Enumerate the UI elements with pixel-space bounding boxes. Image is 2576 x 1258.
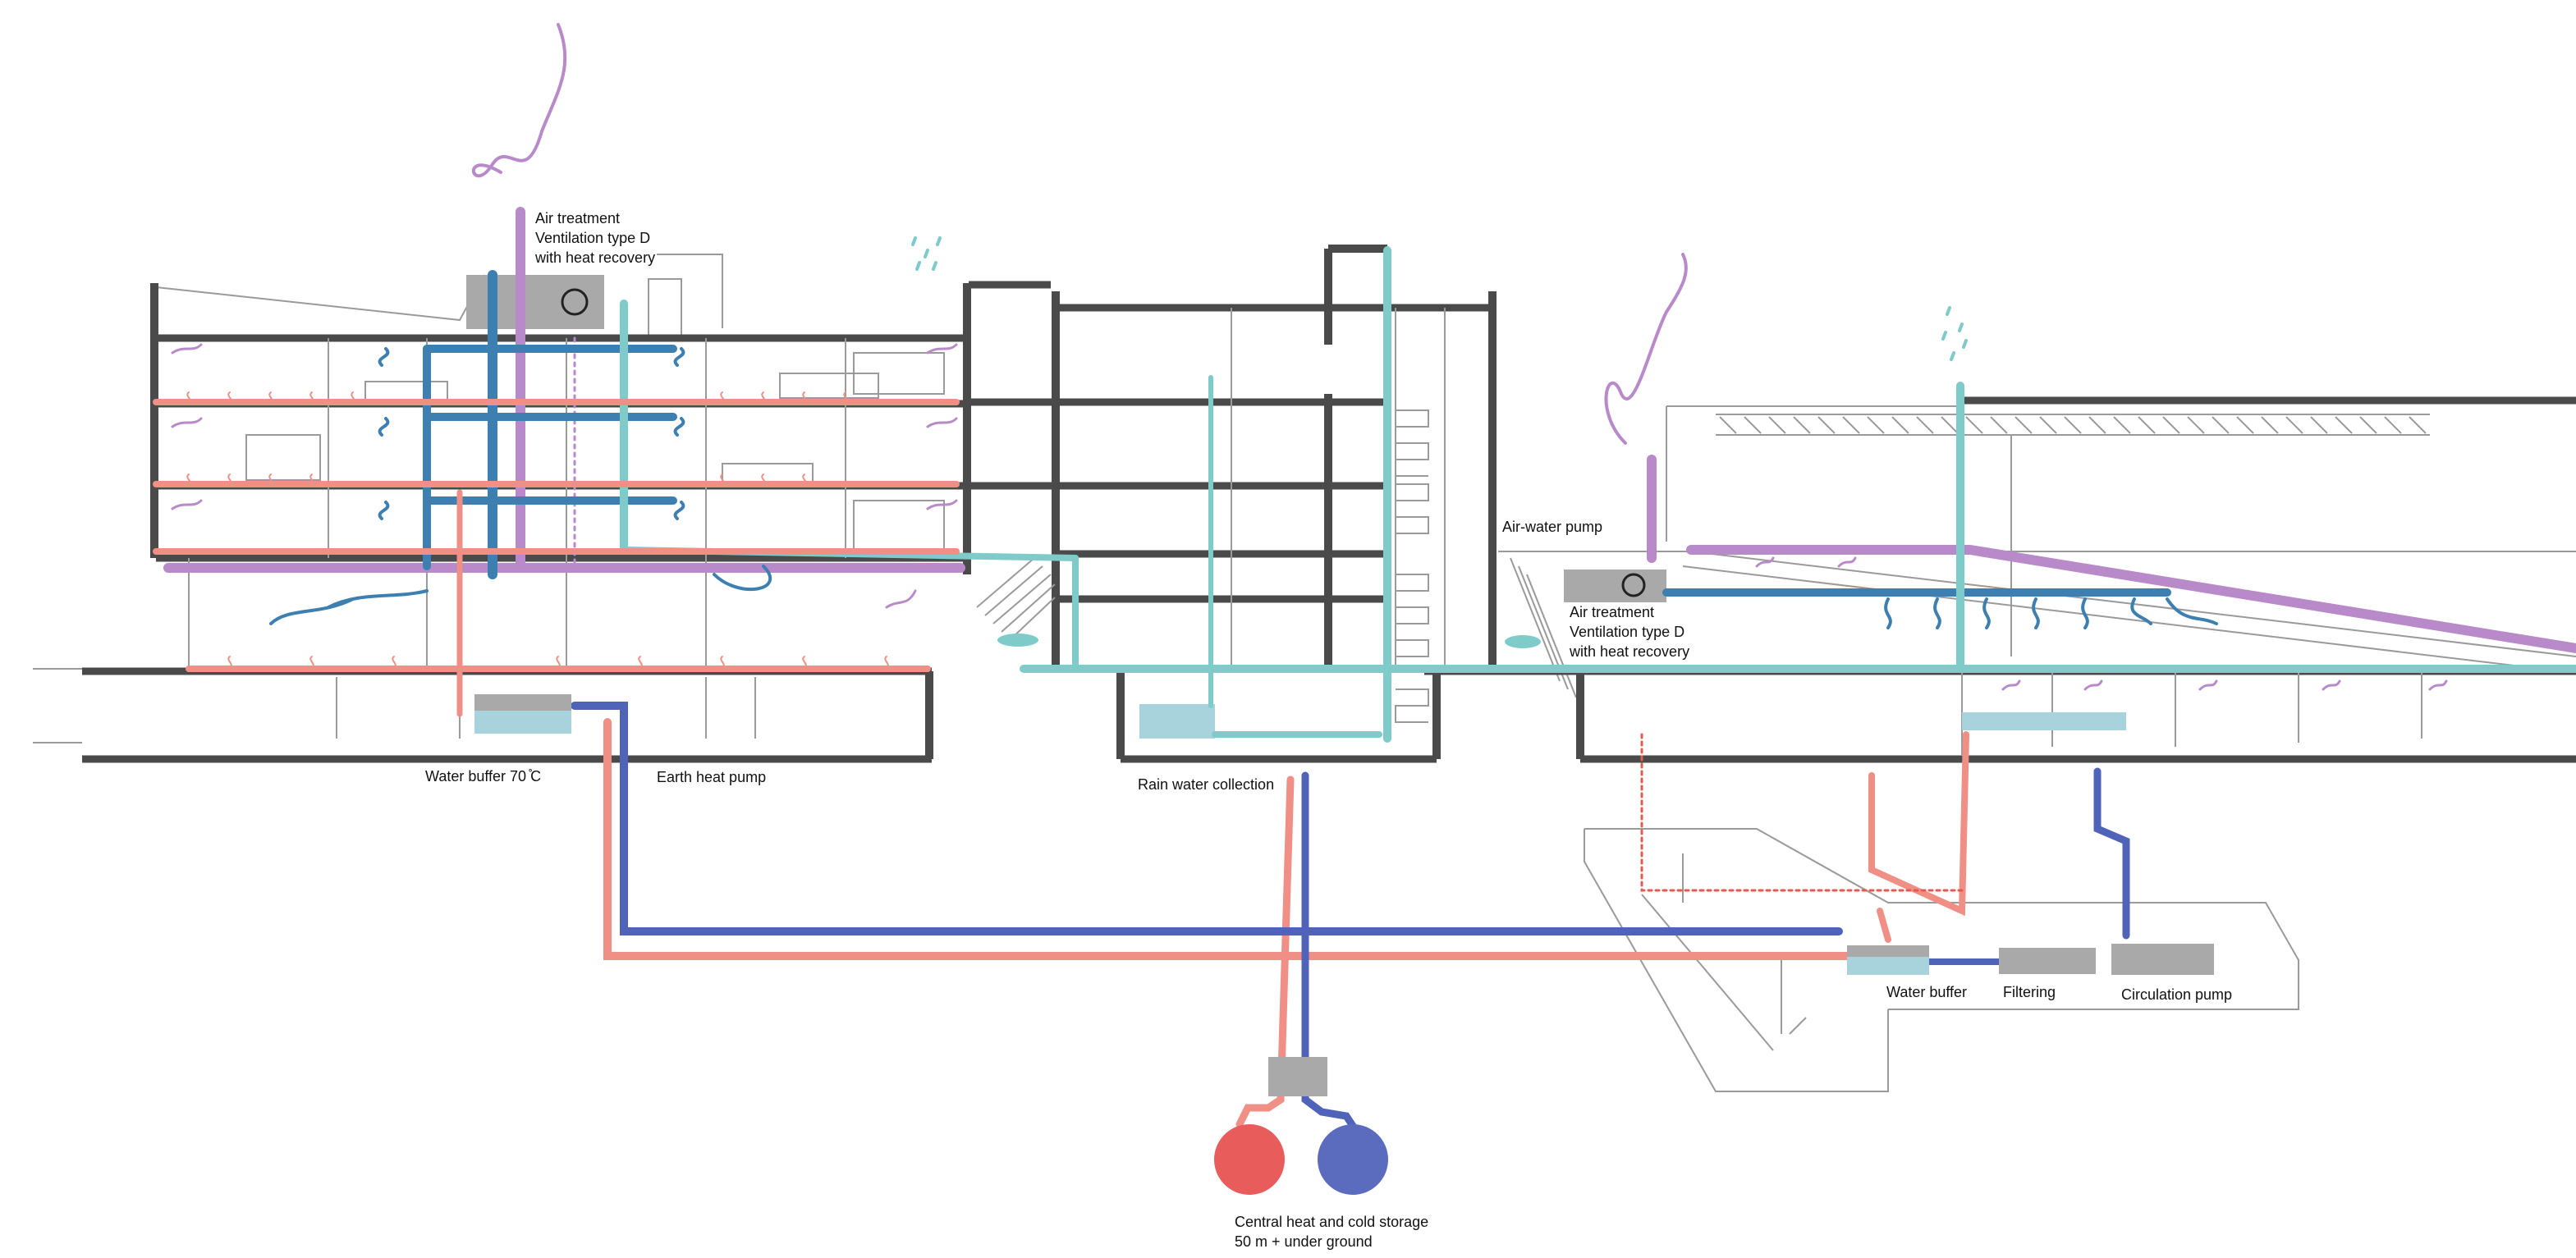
right-building bbox=[1424, 396, 2576, 1092]
label-air-treatment-left-2: Ventilation type D bbox=[535, 230, 650, 246]
label-rain-water-collection: Rain water collection bbox=[1138, 776, 1274, 793]
cold-water-pipes bbox=[571, 702, 2130, 1132]
heat-storage bbox=[1214, 1124, 1285, 1195]
pool bbox=[1962, 712, 2126, 730]
circulation-pump-unit bbox=[2111, 944, 2214, 975]
left-building bbox=[33, 254, 971, 763]
labels: Air treatment Ventilation type D with he… bbox=[425, 210, 2232, 1250]
label-filtering: Filtering bbox=[2003, 984, 2056, 1000]
warm-water-pipes bbox=[153, 391, 1969, 1128]
air-treatment-unit-right bbox=[1564, 570, 1666, 602]
label-air-treatment-right-2: Ventilation type D bbox=[1570, 624, 1684, 640]
storage-pump-unit bbox=[1268, 1057, 1327, 1096]
label-air-water-pump: Air-water pump bbox=[1502, 519, 1602, 535]
label-water-buffer: Water buffer bbox=[1886, 984, 1967, 1000]
label-air-treatment-left-1: Air treatment bbox=[535, 210, 620, 226]
label-central-storage-1: Central heat and cold storage bbox=[1235, 1214, 1428, 1230]
label-air-treatment-right-3: with heat recovery bbox=[1569, 643, 1689, 660]
label-earth-heat-pump: Earth heat pump bbox=[657, 769, 766, 785]
filtering-unit bbox=[1999, 948, 2096, 974]
rain-water-tank bbox=[1139, 704, 1215, 739]
label-air-treatment-left-3: with heat recovery bbox=[534, 249, 655, 266]
middle-building bbox=[969, 245, 1577, 763]
exhaust-air-ducts bbox=[163, 23, 2576, 691]
cold-storage bbox=[1318, 1124, 1388, 1195]
label-central-storage-2: 50 m + under ground bbox=[1235, 1233, 1373, 1250]
label-water-buffer-70: Water buffer 70 ̊C bbox=[425, 768, 541, 785]
label-air-treatment-right-1: Air treatment bbox=[1570, 604, 1654, 620]
air-treatment-unit-left bbox=[466, 275, 604, 329]
equipment bbox=[474, 694, 2214, 1195]
label-circulation-pump: Circulation pump bbox=[2121, 986, 2232, 1003]
fountain-right bbox=[1505, 635, 1541, 648]
fountain-left bbox=[997, 634, 1038, 647]
supply-air-ducts bbox=[269, 270, 2218, 629]
